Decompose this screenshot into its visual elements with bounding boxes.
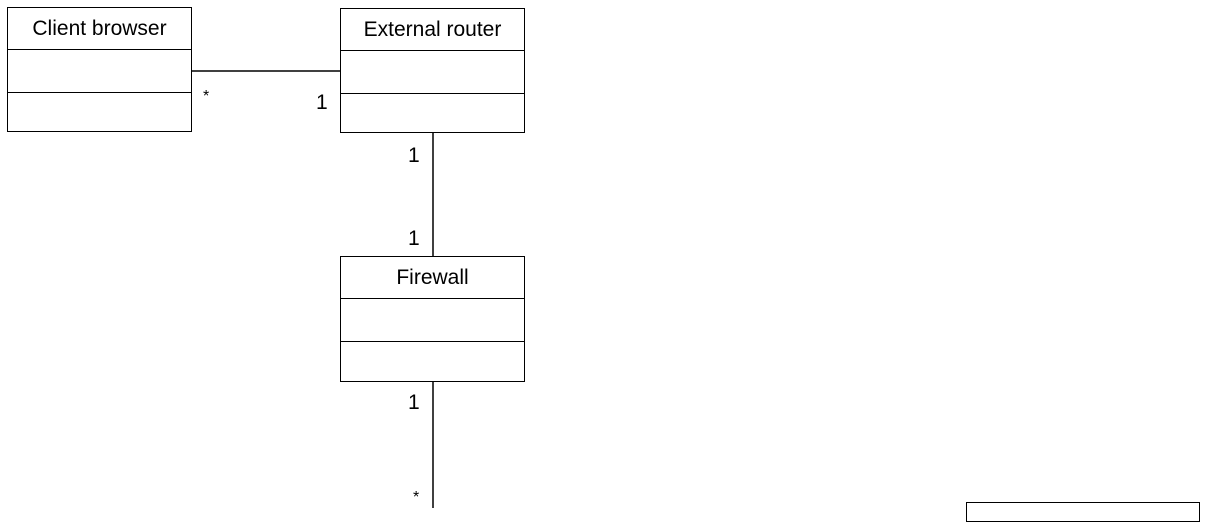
multiplicity-router-left-end: 1 bbox=[316, 91, 328, 114]
multiplicity-far-end: * bbox=[413, 489, 420, 506]
attributes-compartment bbox=[341, 299, 524, 342]
attributes-compartment bbox=[341, 51, 524, 94]
class-name: Client browser bbox=[8, 8, 191, 50]
class-partial[interactable] bbox=[966, 502, 1200, 522]
multiplicity-router-bottom-end: 1 bbox=[408, 144, 420, 167]
class-external-router[interactable]: External router bbox=[340, 8, 525, 133]
operations-compartment bbox=[341, 342, 524, 381]
multiplicity-client-end: * bbox=[203, 88, 210, 105]
attributes-compartment bbox=[8, 50, 191, 93]
class-firewall[interactable]: Firewall bbox=[340, 256, 525, 382]
class-name: External router bbox=[341, 9, 524, 51]
class-client-browser[interactable]: Client browser bbox=[7, 7, 192, 132]
association-lines bbox=[192, 70, 434, 508]
multiplicity-firewall-bottom-end: 1 bbox=[408, 391, 420, 414]
operations-compartment bbox=[341, 94, 524, 132]
class-name: Firewall bbox=[341, 257, 524, 299]
multiplicity-firewall-top-end: 1 bbox=[408, 227, 420, 250]
operations-compartment bbox=[8, 93, 191, 131]
